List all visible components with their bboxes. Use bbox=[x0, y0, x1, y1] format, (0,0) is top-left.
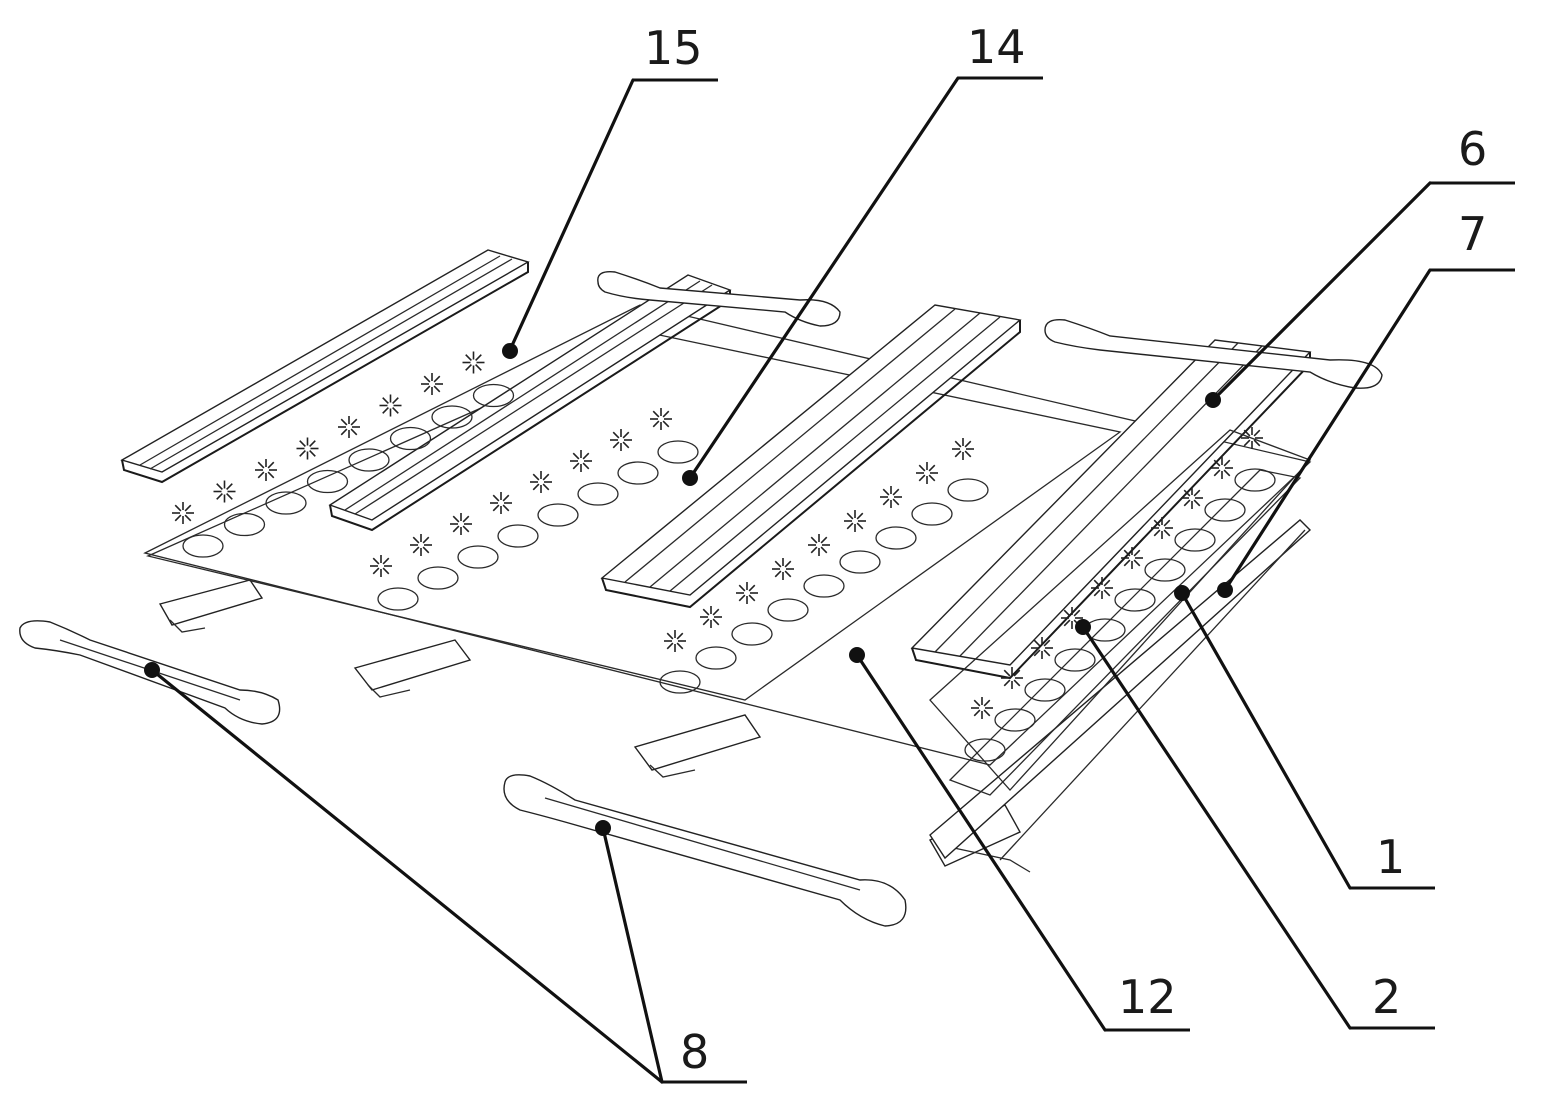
label-7: 7 bbox=[1458, 207, 1487, 261]
label-15: 15 bbox=[644, 21, 703, 75]
perforation-oval bbox=[431, 405, 473, 429]
perforation-oval bbox=[657, 440, 699, 464]
flower-mark bbox=[971, 697, 993, 719]
callouts: 15 14 6 7 1 bbox=[144, 20, 1515, 1084]
label-1: 1 bbox=[1376, 830, 1405, 884]
callout-15: 15 bbox=[502, 21, 718, 359]
label-12: 12 bbox=[1118, 970, 1177, 1024]
flower-mark bbox=[379, 394, 402, 417]
label-6: 6 bbox=[1458, 122, 1487, 176]
flower-mark bbox=[916, 462, 938, 484]
perforation-oval bbox=[265, 491, 307, 515]
flower-mark bbox=[1031, 637, 1053, 659]
perforation-oval bbox=[348, 448, 390, 472]
flower-mark bbox=[410, 534, 432, 556]
label-8: 8 bbox=[680, 1025, 709, 1079]
perforation-oval bbox=[377, 587, 419, 611]
perforation-oval bbox=[306, 469, 349, 494]
callout-8: 8 bbox=[144, 662, 747, 1084]
perforation-oval bbox=[875, 526, 917, 550]
flower-mark bbox=[490, 492, 512, 514]
flower-mark bbox=[700, 606, 722, 628]
flower-mark bbox=[255, 459, 277, 481]
perforation-oval bbox=[617, 461, 659, 485]
flower-mark bbox=[772, 558, 794, 580]
perforation-oval bbox=[497, 524, 539, 548]
callout-14: 14 bbox=[682, 20, 1043, 486]
connector-top-right bbox=[1044, 319, 1383, 389]
flower-mark bbox=[338, 416, 360, 438]
callout-2: 2 bbox=[1075, 619, 1435, 1030]
flower-mark bbox=[213, 480, 236, 503]
flower-mark bbox=[370, 555, 392, 577]
perforation-oval bbox=[457, 545, 499, 569]
flower-mark bbox=[610, 429, 632, 451]
flower-mark bbox=[1001, 667, 1023, 689]
perforation-oval bbox=[1114, 588, 1156, 612]
flower-mark bbox=[664, 630, 686, 652]
flower-mark bbox=[1181, 487, 1203, 509]
perforation-oval bbox=[1144, 558, 1186, 582]
perforation-oval bbox=[767, 598, 809, 622]
flower-mark bbox=[450, 513, 472, 535]
flower-mark bbox=[296, 437, 319, 460]
perforation-oval bbox=[731, 622, 773, 646]
connector-bottom bbox=[503, 774, 907, 927]
callout-6: 6 bbox=[1205, 122, 1515, 408]
flower-mark bbox=[570, 450, 592, 472]
perforation-oval bbox=[223, 512, 266, 537]
callout-7: 7 bbox=[1217, 207, 1515, 598]
flower-mark bbox=[880, 486, 902, 508]
perforation-oval bbox=[964, 738, 1006, 762]
perforation-oval bbox=[537, 503, 579, 527]
perforation-oval bbox=[911, 502, 953, 526]
flower-mark bbox=[1091, 577, 1113, 599]
perforation-oval bbox=[1174, 528, 1216, 552]
top-rails bbox=[120, 249, 1312, 861]
flower-mark bbox=[1121, 547, 1143, 569]
perforation-oval bbox=[1234, 468, 1276, 492]
perforation-oval bbox=[695, 646, 737, 670]
flower-mark bbox=[172, 502, 194, 524]
perforation-oval bbox=[947, 478, 989, 502]
label-14: 14 bbox=[967, 20, 1026, 74]
flower-mark bbox=[462, 351, 485, 374]
perforation-pattern bbox=[172, 351, 1276, 762]
flower-mark bbox=[530, 471, 552, 493]
flower-mark bbox=[736, 582, 758, 604]
perforation-oval bbox=[182, 534, 224, 558]
callout-1: 1 bbox=[1174, 585, 1435, 890]
perforation-oval bbox=[1024, 678, 1066, 702]
perforation-oval bbox=[659, 670, 701, 694]
flower-mark bbox=[1151, 517, 1173, 539]
flower-mark bbox=[1211, 457, 1233, 479]
perforation-oval bbox=[417, 566, 459, 590]
flower-mark bbox=[650, 408, 672, 430]
perforation-oval bbox=[389, 426, 432, 451]
perforation-oval bbox=[803, 574, 845, 598]
flower-mark bbox=[808, 534, 830, 556]
callout-12: 12 bbox=[849, 647, 1190, 1032]
flower-mark bbox=[1241, 427, 1263, 449]
flower-mark bbox=[421, 373, 443, 395]
perforation-oval bbox=[994, 708, 1036, 732]
perforation-oval bbox=[472, 383, 515, 408]
perforation-oval bbox=[577, 482, 619, 506]
label-2: 2 bbox=[1372, 970, 1401, 1024]
connector-top-left bbox=[597, 271, 841, 327]
base-sheet bbox=[143, 304, 1312, 766]
flower-mark bbox=[952, 438, 974, 460]
perforation-oval bbox=[1204, 498, 1246, 522]
perforation-oval bbox=[1054, 648, 1096, 672]
flower-mark bbox=[844, 510, 866, 532]
perforation-oval bbox=[839, 550, 881, 574]
